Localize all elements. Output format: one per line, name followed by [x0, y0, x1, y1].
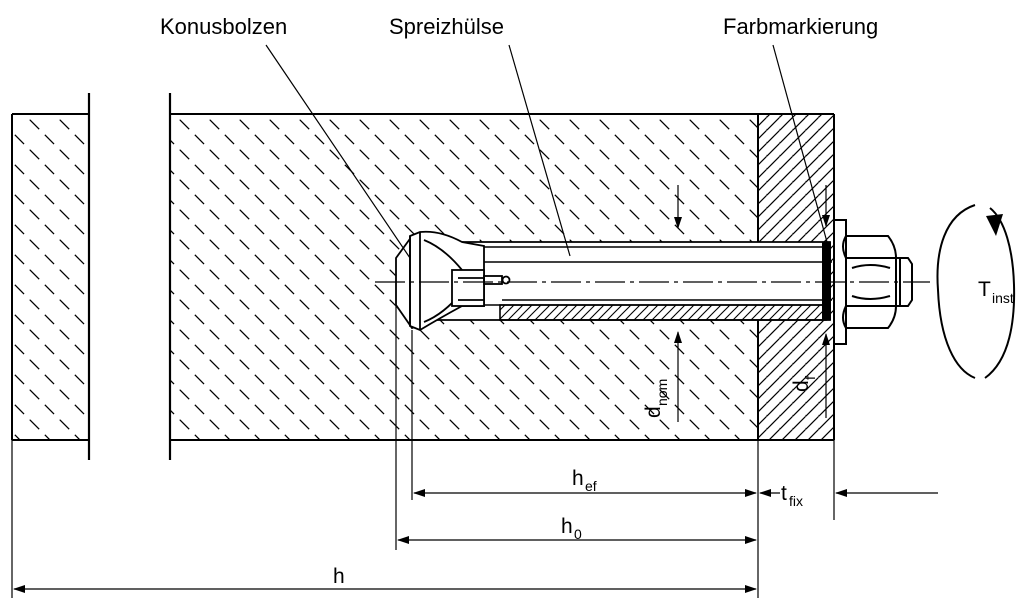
dim-dnom: d nom — [642, 185, 682, 422]
dim-df: d f — [790, 185, 830, 418]
dim-tfix-sub: fix — [789, 493, 803, 509]
label-cone-bolt: Konusbolzen — [160, 14, 287, 39]
torque-label: T inst — [978, 278, 1014, 306]
dim-hef: h ef — [413, 467, 757, 497]
color-marking — [822, 242, 831, 320]
leader-expansion-sleeve — [508, 44, 571, 257]
dim-h0: h 0 — [397, 515, 757, 544]
dim-tfix: t fix — [759, 482, 938, 509]
dim-df-sub: f — [802, 376, 818, 380]
dim-tfix-main: t — [781, 482, 787, 505]
concrete-block-left — [11, 113, 88, 441]
label-color-marking: Farbmarkierung — [723, 14, 878, 39]
dim-h-main: h — [333, 565, 345, 588]
torque-arrow — [936, 204, 1016, 379]
dim-h: h — [13, 565, 757, 593]
dim-hef-sub: ef — [585, 478, 597, 494]
dim-h0-main: h — [561, 515, 573, 538]
dim-dnom-main: d — [642, 406, 665, 418]
dim-hef-main: h — [572, 467, 584, 490]
torque-label-main: T — [978, 278, 991, 301]
expansion-sleeve — [480, 246, 827, 321]
label-expansion-sleeve: Spreizhülse — [389, 14, 504, 39]
leader-color-marking — [772, 44, 828, 243]
dim-df-main: d — [790, 380, 813, 392]
dim-h0-sub: 0 — [574, 526, 582, 542]
extension-lines — [11, 305, 835, 598]
cone-bolt — [409, 230, 511, 332]
leader-cone-bolt — [265, 44, 411, 259]
dim-dnom-sub: nom — [654, 379, 670, 406]
torque-label-sub: inst — [992, 290, 1014, 306]
